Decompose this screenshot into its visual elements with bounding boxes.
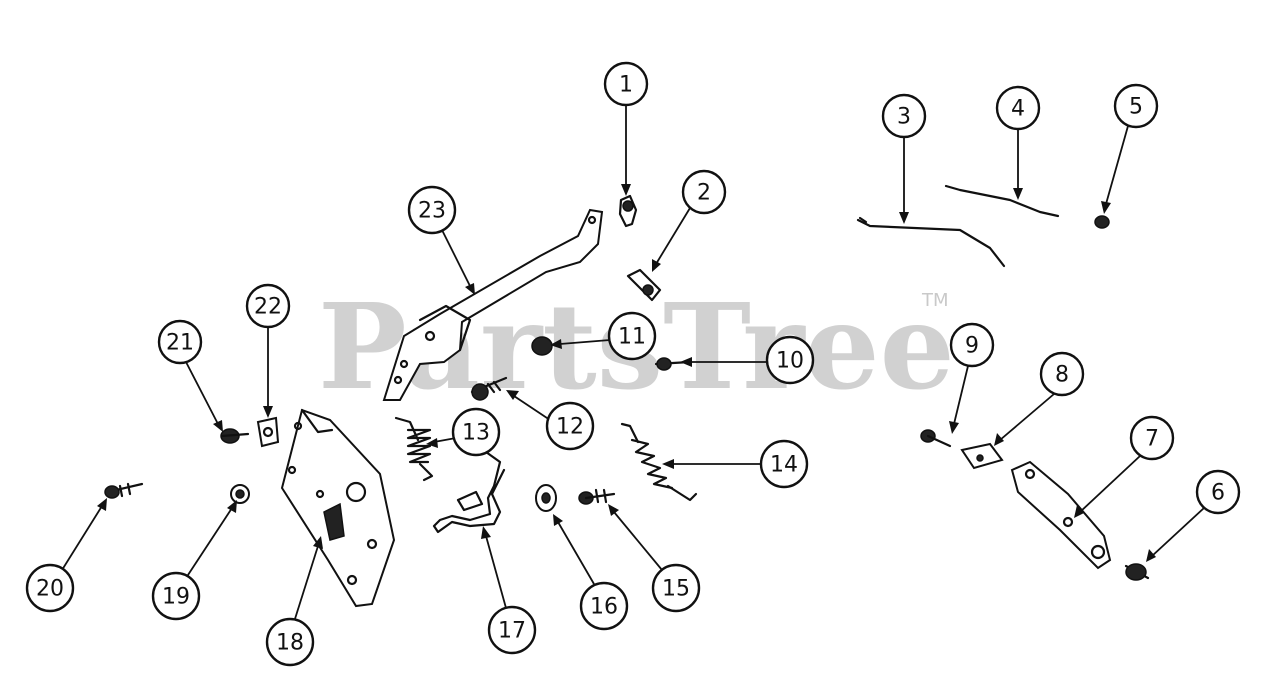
part-22-clip [256, 416, 280, 448]
callout-15: 15 [608, 504, 701, 613]
callout-3: 3 [881, 93, 927, 224]
callout-17-label: 17 [498, 619, 526, 644]
part-drawings [104, 184, 1150, 608]
callout-18: 18 [265, 536, 323, 667]
callout-20: 20 [25, 498, 107, 613]
part-5-nut [1094, 215, 1110, 229]
callout-16: 16 [553, 514, 629, 631]
callout-10-label: 10 [776, 349, 804, 374]
callout-22-label: 22 [254, 295, 282, 320]
watermark-trademark: TM [921, 290, 949, 311]
callout-2-label: 2 [697, 181, 711, 206]
callout-19: 19 [151, 500, 237, 621]
part-12-bolt [470, 376, 508, 401]
callout-10: 10 [680, 335, 815, 385]
part-3-rod [856, 216, 1006, 268]
callout-21-label: 21 [166, 331, 194, 356]
part-14-spring [620, 422, 698, 502]
callout-6-label: 6 [1211, 481, 1225, 506]
callout-23-label: 23 [418, 199, 446, 224]
callout-20-label: 20 [36, 577, 64, 602]
callout-16-label: 16 [590, 595, 618, 620]
part-15-screw [578, 488, 616, 505]
callout-5-label: 5 [1129, 95, 1143, 120]
callout-12-label: 12 [556, 415, 584, 440]
callout-9-label: 9 [965, 334, 979, 359]
part-20-bolt [104, 482, 144, 499]
part-23-lever-arm [382, 208, 604, 401]
part-4-rod [944, 184, 1060, 218]
callout-18-label: 18 [276, 631, 304, 656]
part-16-washer [535, 484, 557, 512]
part-2-clip [626, 268, 662, 302]
part-9-screw [920, 429, 952, 448]
part-21-nut [220, 428, 250, 444]
callout-13-label: 13 [462, 421, 490, 446]
callout-8-label: 8 [1055, 363, 1069, 388]
callout-7: 7 [1074, 415, 1175, 518]
callout-4-label: 4 [1011, 97, 1025, 122]
callout-6: 6 [1146, 469, 1241, 562]
callout-4: 4 [995, 85, 1041, 200]
callout-23: 23 [407, 185, 475, 295]
part-8-plate [960, 442, 1004, 470]
part-13-spring [394, 416, 434, 482]
callout-7-label: 7 [1145, 427, 1159, 452]
part-6-screw [1124, 563, 1150, 581]
callout-5: 5 [1101, 83, 1159, 214]
callout-9: 9 [949, 322, 995, 434]
callout-21: 21 [157, 319, 223, 432]
callout-14-label: 14 [770, 453, 798, 478]
callout-15-label: 15 [662, 577, 690, 602]
part-7-bracket [1010, 460, 1112, 570]
callout-13: 13 [426, 407, 501, 457]
callout-8: 8 [994, 351, 1085, 446]
callout-12: 12 [506, 390, 595, 451]
callout-19-label: 19 [162, 585, 190, 610]
callout-17: 17 [481, 526, 537, 655]
callouts: 1 2 3 4 5 [25, 61, 1241, 667]
callout-1: 1 [603, 61, 649, 196]
callout-1-label: 1 [619, 73, 633, 98]
callout-3-label: 3 [897, 105, 911, 130]
part-11-nut [531, 336, 553, 356]
callout-22: 22 [245, 283, 291, 418]
part-1-clip [618, 194, 638, 228]
callout-11-label: 11 [618, 325, 646, 350]
part-18-plate [280, 408, 396, 608]
callout-2: 2 [652, 169, 727, 272]
part-17-lever [432, 450, 506, 534]
callout-14: 14 [662, 439, 809, 489]
callout-11: 11 [550, 311, 657, 361]
part-19-nut [230, 484, 250, 504]
